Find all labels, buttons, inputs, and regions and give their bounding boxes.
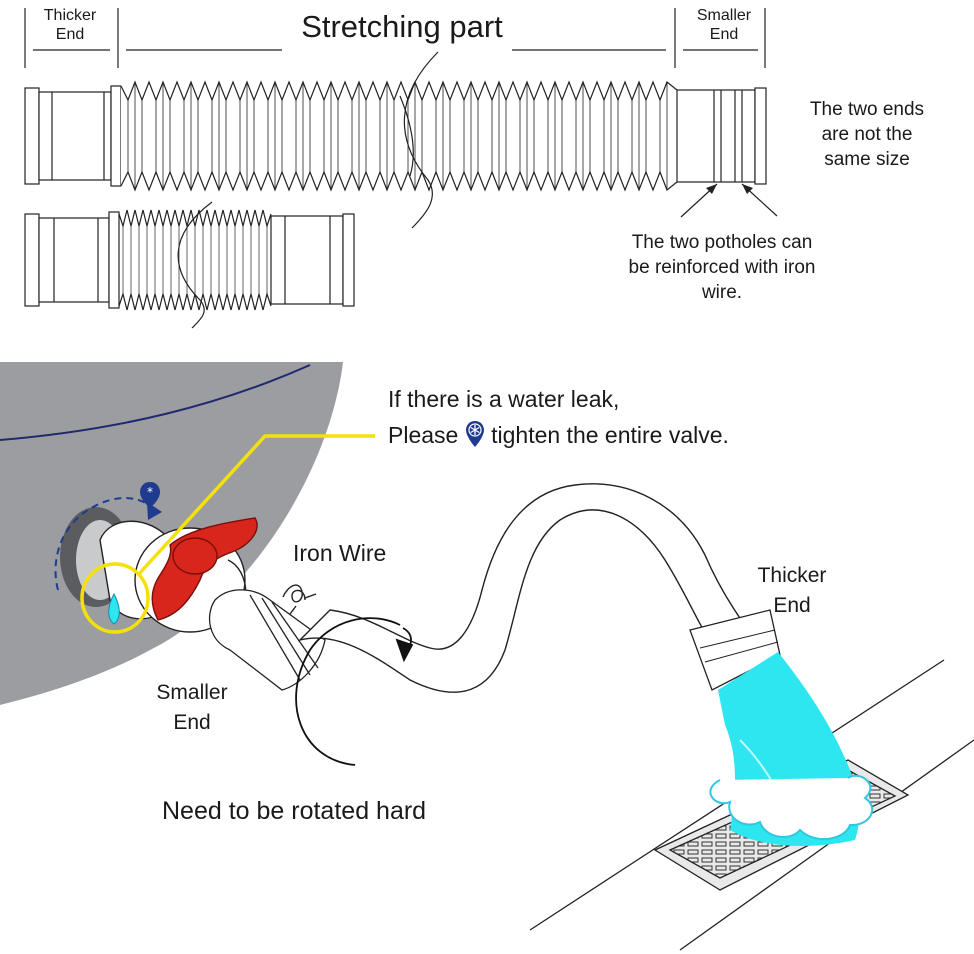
bottom-thicker-end-line2: End	[773, 594, 811, 617]
ends-not-same-size-note: The two ends are not the same size	[790, 97, 944, 172]
ends-note-line2: are not the	[821, 124, 913, 145]
potholes-note-line1: The two potholes can	[631, 232, 813, 253]
leak-note-please: Please	[388, 422, 459, 448]
potholes-note: The two potholes can be reinforced with …	[602, 230, 842, 305]
bottom-smaller-end-label: Smaller End	[140, 678, 244, 738]
stretching-part-label: Stretching part	[301, 9, 503, 44]
leak-note-tighten: tighten the entire valve.	[491, 422, 729, 448]
top-thicker-end-line1: Thicker	[43, 7, 97, 24]
leak-highlight-callout	[80, 434, 375, 634]
compressed-hose	[24, 201, 355, 329]
svg-text:*: *	[147, 485, 153, 499]
water-drop-icon	[108, 592, 120, 625]
tighten-marker-icon	[465, 421, 484, 447]
top-thicker-end-label: Thicker End	[32, 6, 108, 44]
rotate-note: Need to be rotated hard	[162, 797, 427, 825]
top-thicker-end-line2: End	[55, 26, 85, 44]
ends-note-line3: same size	[824, 149, 910, 170]
water-stream	[709, 652, 874, 846]
hose-smaller-end-coupling	[208, 589, 326, 691]
iron-wire-knot	[282, 584, 317, 615]
bottom-thicker-end-line1: Thicker	[757, 564, 827, 587]
top-smaller-end-label: Smaller End	[680, 6, 768, 44]
top-smaller-end-line2: End	[709, 26, 739, 44]
extended-hose	[24, 8, 778, 229]
potholes-note-line3: wire.	[701, 282, 743, 303]
leak-note-line2: Please tighten the entire valve.	[388, 420, 729, 450]
bottom-thicker-end-label: Thicker End	[740, 561, 844, 621]
rotate-arrow-icon	[295, 617, 414, 766]
flexible-hose-bellows	[297, 483, 781, 693]
leak-note-line1: If there is a water leak,	[388, 386, 620, 412]
iron-wire-label: Iron Wire	[293, 540, 387, 566]
potholes-note-line2: be reinforced with iron	[628, 257, 816, 278]
bottom-smaller-end-line1: Smaller	[156, 681, 228, 704]
bottom-smaller-end-line2: End	[173, 711, 211, 734]
ends-note-line1: The two ends	[809, 99, 925, 120]
top-smaller-end-line1: Smaller	[696, 7, 752, 24]
tighten-marker-icon: *	[140, 482, 160, 508]
